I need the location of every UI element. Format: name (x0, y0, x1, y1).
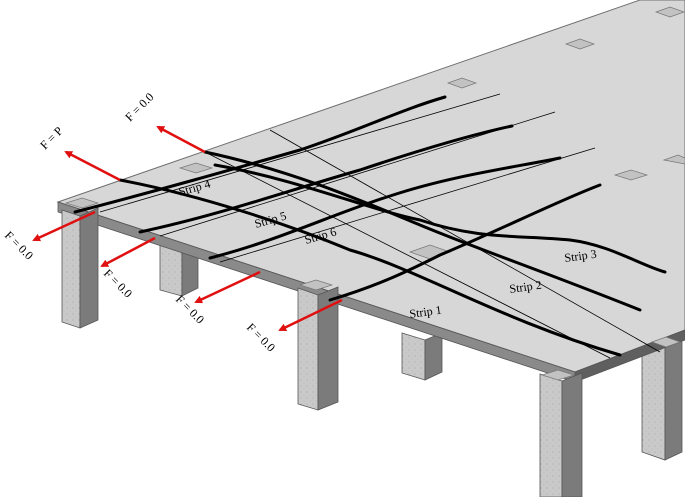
strip-5-curve (138, 124, 514, 234)
strip-6-curve (208, 156, 562, 260)
force-arrow-p (64, 150, 121, 182)
force-arrow-mid2 (194, 270, 261, 304)
strip-2-label: Strip 2 (508, 278, 542, 296)
strip-3-label: Strip 3 (563, 247, 597, 265)
force-label-top: F = 0.0 (122, 90, 156, 124)
force-label-mid1: F = 0.0 (101, 266, 135, 300)
strip-1-curve (118, 178, 622, 357)
strip-4-curve (73, 95, 447, 214)
strip-3-curve (213, 163, 667, 274)
strip-extra-curve (328, 183, 602, 302)
strip-2-curve (203, 150, 642, 312)
force-label-left: F = 0.0 (2, 228, 36, 262)
strip-1-label: Strip 1 (408, 303, 442, 321)
force-arrow-top (156, 125, 206, 154)
force-arrows (32, 125, 343, 332)
force-label-bottom: F = 0.0 (244, 320, 278, 354)
front-columns (61, 207, 583, 497)
force-label-p: F = P (37, 124, 66, 153)
force-arrow-bottom (278, 298, 343, 332)
force-arrow-left (32, 210, 96, 242)
force-arrow-mid1 (100, 236, 156, 268)
force-label-mid2: F = 0.0 (173, 292, 207, 326)
strip-curves (73, 95, 667, 357)
